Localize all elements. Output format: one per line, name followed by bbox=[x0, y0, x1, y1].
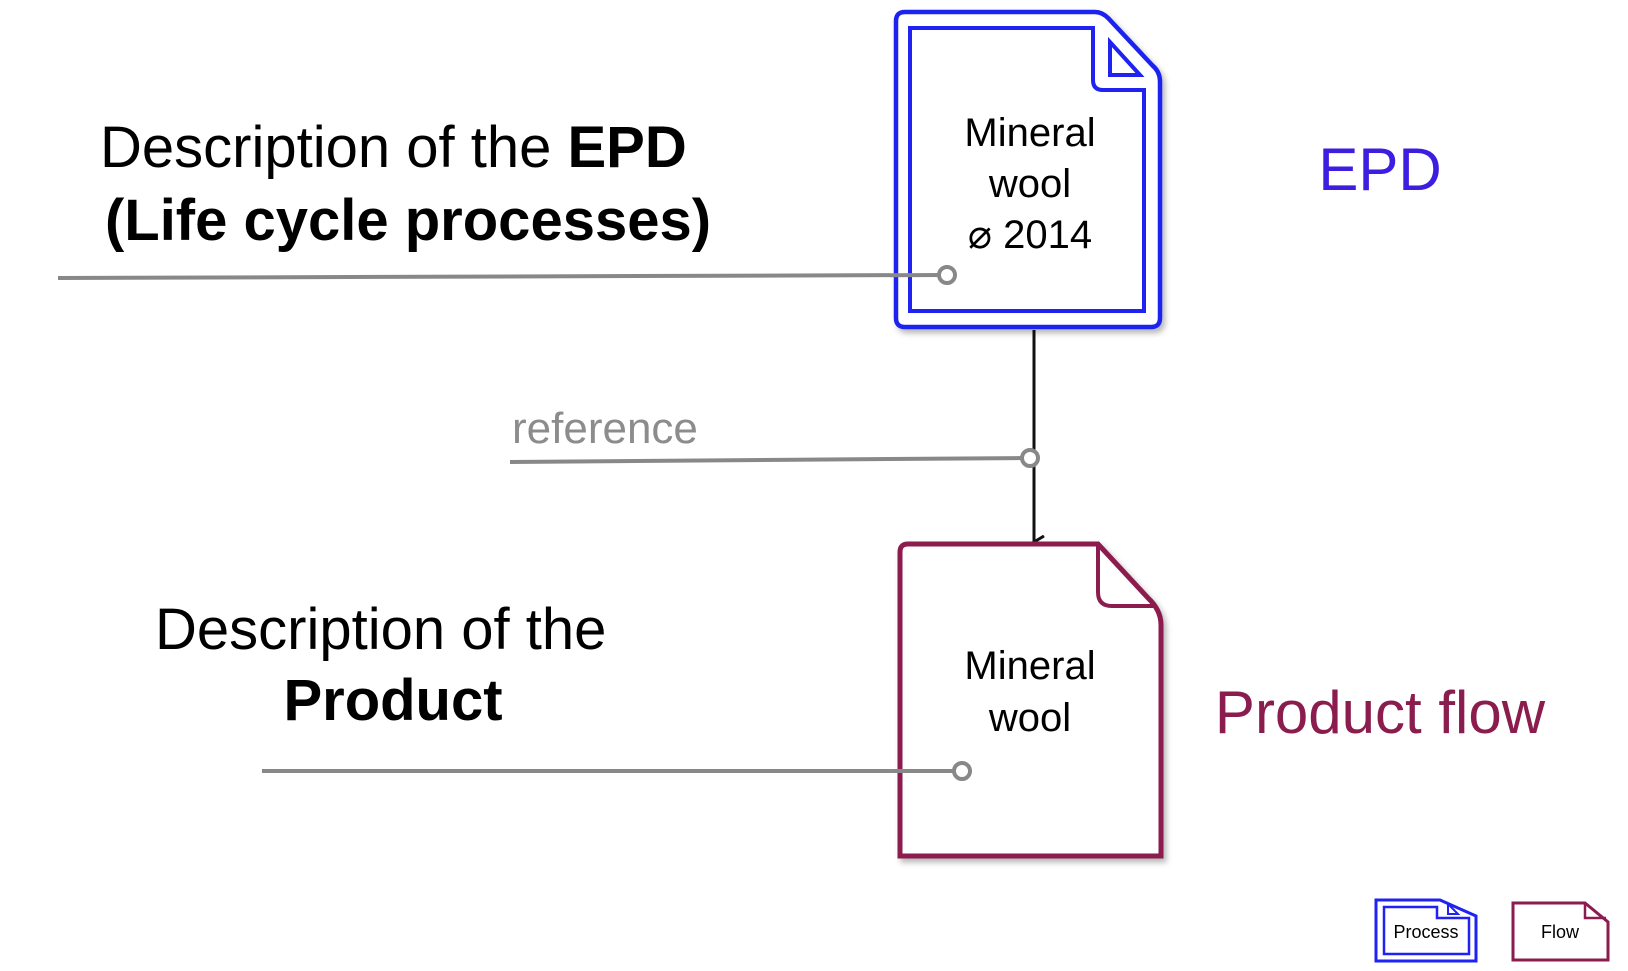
epd-document-icon[interactable] bbox=[893, 9, 1163, 330]
reference-label: reference bbox=[512, 404, 698, 453]
epd-document-fold bbox=[1108, 36, 1145, 77]
epd-description-subtitle: (Life cycle processes) bbox=[105, 188, 711, 253]
legend-flow-label: Flow bbox=[1541, 922, 1580, 942]
product-description-line1: Description of the bbox=[155, 597, 606, 662]
epd-doc-line3: ⌀ 2014 bbox=[968, 213, 1092, 257]
epd-doc-line1: Mineral bbox=[964, 111, 1095, 155]
epd-description-leader-line bbox=[57, 273, 946, 280]
legend-process: Process bbox=[1374, 898, 1478, 963]
epd-description-anchor bbox=[937, 265, 957, 285]
epd-description-prefix: Description of the bbox=[100, 115, 567, 180]
product-flow-side-label: Product flow bbox=[1215, 679, 1546, 746]
epd-doc-line2: wool bbox=[988, 162, 1071, 206]
epd-document-inner-frame bbox=[908, 26, 1146, 313]
flow-doc-line1: Mineral bbox=[964, 644, 1095, 688]
legend-flow: Flow bbox=[1511, 901, 1610, 962]
flow-document-fold bbox=[1096, 544, 1156, 608]
legend-process-label: Process bbox=[1393, 922, 1458, 942]
epd-description-title: Description of the EPD bbox=[100, 115, 687, 180]
reference-anchor bbox=[1020, 448, 1040, 468]
flow-doc-line2: wool bbox=[988, 696, 1071, 740]
epd-side-label: EPD bbox=[1318, 136, 1441, 203]
reference-leader-line bbox=[509, 456, 1027, 464]
epd-description-bold-word: EPD bbox=[567, 115, 686, 180]
product-description-bold: Product bbox=[283, 668, 502, 733]
product-description-anchor bbox=[952, 761, 972, 781]
